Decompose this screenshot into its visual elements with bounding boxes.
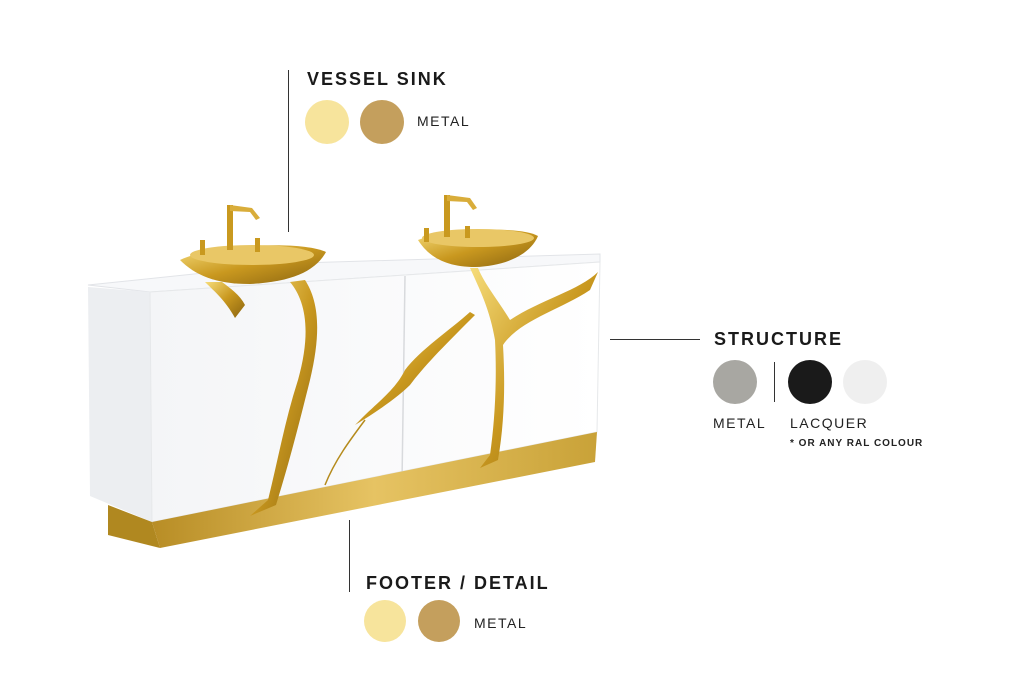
plinth-left [108, 505, 160, 548]
swatch-metal[interactable] [713, 360, 757, 404]
vessel-sink-leader-line [288, 70, 289, 232]
footer-leader-line [349, 520, 350, 592]
ral-colour-note: * OR ANY RAL COLOUR [790, 438, 924, 449]
swatch-polished-brass[interactable] [364, 600, 406, 642]
footer-finish-label: METAL [474, 615, 528, 631]
vessel-sink-right [418, 195, 538, 267]
gold-cracks [205, 268, 598, 516]
swatch-black-lacquer[interactable] [788, 360, 832, 404]
swatch-brushed-gold[interactable] [360, 100, 404, 144]
structure-title: STRUCTURE [714, 329, 843, 349]
structure-metal-label: METAL [713, 415, 767, 431]
swatch-brushed-gold[interactable] [418, 600, 460, 642]
vessel-sink-left [180, 205, 326, 284]
cabinet [87, 253, 601, 548]
swatch-white-lacquer[interactable] [843, 360, 887, 404]
vessel-sink-title: VESSEL SINK [307, 69, 448, 89]
cabinet-side [88, 287, 152, 522]
structure-leader-line [610, 339, 700, 340]
swatch-divider [774, 362, 775, 402]
footer-detail-title: FOOTER / DETAIL [366, 573, 550, 593]
swatch-polished-brass[interactable] [305, 100, 349, 144]
vessel-sink-finish-label: METAL [417, 113, 471, 129]
structure-lacquer-label: LACQUER [790, 415, 869, 431]
